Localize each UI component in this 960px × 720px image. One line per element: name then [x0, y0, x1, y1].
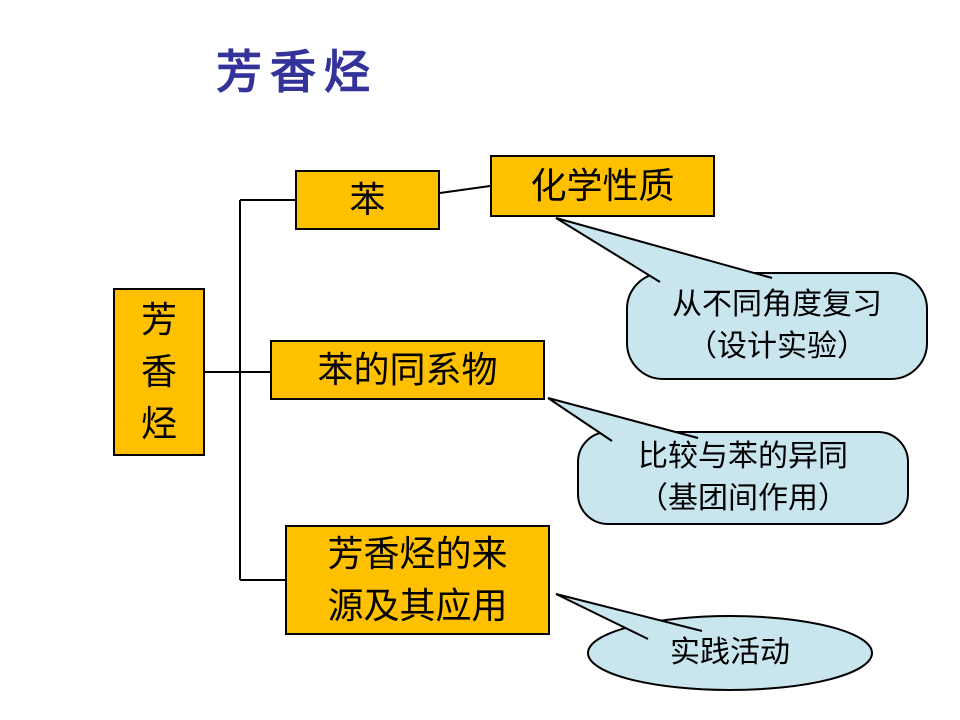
callout-review-label: 从不同角度复习 （设计实验）: [672, 288, 882, 363]
node-root-aromatic-hydrocarbons: 芳 香 烃: [113, 288, 205, 456]
callout-compare-label: 比较与苯的异同 （基团间作用）: [638, 440, 848, 515]
compare-callout-tail: [547, 397, 699, 442]
review-callout-tail: [555, 217, 773, 283]
practice-callout-tail: [555, 593, 703, 640]
callout-practice: 实践活动: [588, 616, 872, 690]
node-chemical-properties: 化学性质: [490, 155, 715, 217]
callout-compare: 比较与苯的异同 （基团间作用）: [578, 432, 908, 524]
node-root-label: 芳 香 烃: [140, 298, 177, 445]
node-benzene-homologs: 苯的同系物: [270, 340, 545, 400]
benzene-properties-connector: [439, 185, 491, 194]
review-callout-bubble: [626, 272, 928, 380]
compare-callout-bubble: [577, 431, 909, 525]
node-benzene-homologs-label: 苯的同系物: [317, 348, 498, 390]
callout-review: 从不同角度复习 （设计实验）: [627, 273, 927, 379]
page-title: 芳香烃: [216, 46, 378, 98]
callout-practice-label: 实践活动: [670, 636, 790, 669]
node-sources-and-applications: 芳香烃的来 源及其应用: [285, 525, 550, 635]
tree-connector-lines: [205, 199, 295, 581]
node-chemical-properties-label: 化学性质: [530, 164, 675, 206]
node-benzene: 苯: [295, 170, 440, 230]
node-benzene-label: 苯: [349, 178, 386, 220]
node-sources-and-applications-label: 芳香烃的来 源及其应用: [327, 532, 508, 626]
